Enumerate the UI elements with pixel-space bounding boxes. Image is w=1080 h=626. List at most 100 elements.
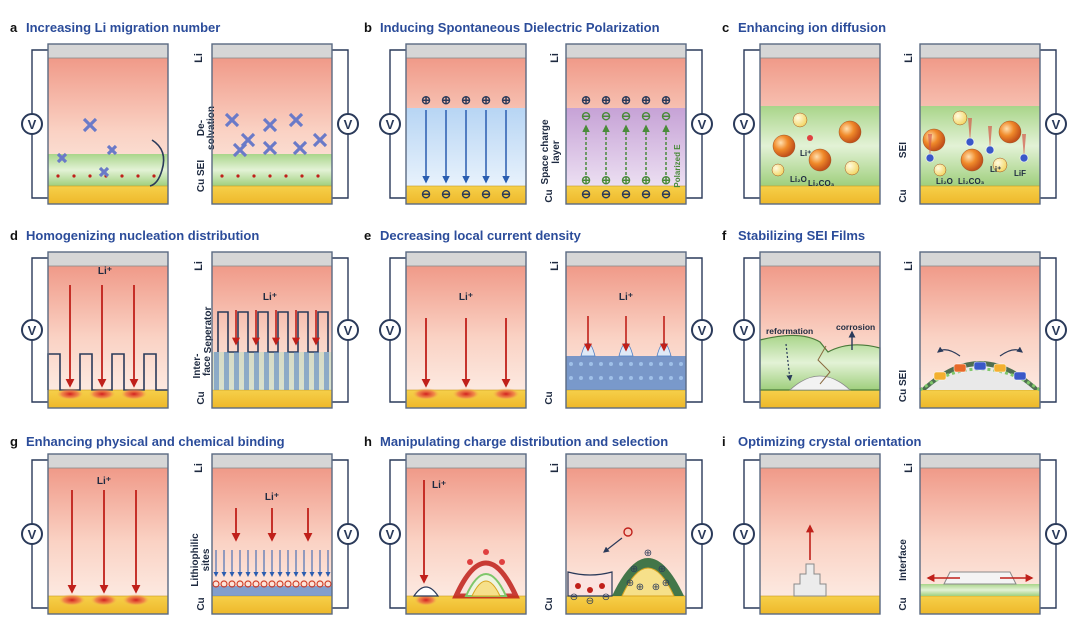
side-label: Cu SEI	[196, 160, 207, 192]
solvated-ion-icon	[312, 132, 328, 148]
li-electrode	[405, 453, 527, 469]
circuit-wire	[31, 134, 48, 199]
negative-charge: ⊖	[641, 109, 651, 123]
voltmeter-symbol: V	[740, 323, 749, 338]
host-pore	[659, 362, 663, 366]
li-ion	[587, 587, 593, 593]
cell-frame	[211, 453, 333, 615]
circuit-wire	[389, 544, 406, 609]
panel-title: Optimizing crystal orientation	[738, 434, 922, 449]
lif-particle	[985, 145, 995, 155]
li-ion-dot	[236, 174, 240, 178]
circuit-wire	[686, 257, 703, 320]
circuit-wire	[743, 49, 760, 114]
circuit-wire	[686, 544, 703, 609]
circuit-wire	[332, 459, 349, 524]
host-pore	[659, 376, 663, 380]
species-label: Li₂O	[790, 175, 807, 184]
cu-current-collector	[47, 185, 169, 205]
uniform-nucleation-column	[254, 352, 259, 390]
negative-charge: ⊖	[481, 187, 491, 201]
positive-charge: ⊕	[641, 173, 651, 187]
cell-frame	[405, 251, 527, 409]
positive-charge: ⊕	[658, 564, 666, 575]
lithiophilic-site	[260, 580, 268, 588]
core-dome	[621, 567, 675, 597]
negative-charge: ⊖	[621, 109, 631, 123]
li-ion	[623, 527, 633, 537]
panel-title: Inducing Spontaneous Dielectric Polariza…	[380, 20, 660, 35]
li-ion-dot	[72, 174, 76, 178]
li-electrode	[211, 43, 333, 59]
voltmeter-icon	[1045, 113, 1067, 135]
li-ion-dot	[56, 174, 60, 178]
uniform-nucleation-column	[314, 352, 319, 390]
lithiophilic-site	[292, 580, 300, 588]
sei-particle	[952, 110, 968, 126]
ion-label: Li⁺	[98, 266, 112, 277]
side-label: Cu	[544, 597, 555, 610]
lithiophilic-site	[252, 580, 260, 588]
side-label: Cu	[196, 597, 207, 610]
sei-particle	[960, 148, 984, 172]
lithiophilic-site	[236, 580, 244, 588]
sei-particle	[771, 163, 785, 177]
host-pore	[629, 376, 633, 380]
sei-layer	[212, 154, 332, 186]
hotspot	[88, 388, 116, 400]
side-label: Cu	[898, 597, 909, 610]
li-ion	[483, 549, 489, 555]
li-dendrite-seed	[412, 586, 440, 597]
ion-label: Li⁺	[619, 292, 633, 303]
panel-letter: a	[10, 20, 18, 35]
voltmeter-symbol: V	[698, 117, 707, 132]
negative-charge: ⊖	[601, 109, 611, 123]
positive-charge: ⊕	[581, 173, 591, 187]
positive-charge: ⊕	[661, 93, 671, 107]
negative-charge: ⊖	[586, 596, 594, 607]
host-pore	[579, 362, 583, 366]
solvated-ion-icon	[262, 117, 278, 133]
selective-pit	[567, 571, 613, 597]
cu-current-collector	[759, 595, 881, 615]
sei-component	[973, 361, 987, 371]
ion-label: Li⁺	[459, 292, 473, 303]
solvated-ion-icon	[262, 140, 278, 156]
host-pore	[619, 376, 623, 380]
side-label: Cu SEI	[898, 370, 909, 402]
li-electrode	[47, 251, 169, 267]
voltmeter-icon	[379, 319, 401, 341]
li-electrode	[759, 251, 881, 267]
panel-letter: d	[10, 228, 18, 243]
positive-charge: ⊕	[501, 93, 511, 107]
solvated-ion-icon	[224, 112, 240, 128]
voltmeter-symbol: V	[386, 323, 395, 338]
li-ion-dot	[252, 174, 256, 178]
li-ion-dot	[300, 174, 304, 178]
li-electrode	[47, 453, 169, 469]
uniform-nucleation-column	[214, 352, 219, 390]
ion-channel	[988, 126, 992, 150]
sei-particle	[992, 157, 1008, 173]
cell-frame	[47, 251, 169, 409]
species-label: Li₂O	[936, 177, 953, 186]
host-pore	[639, 362, 643, 366]
li-ion	[467, 559, 473, 565]
lithiophilic-site	[220, 580, 228, 588]
positive-charge: ⊕	[581, 93, 591, 107]
lithiophilic-site	[308, 580, 316, 588]
negative-charge: ⊖	[661, 187, 671, 201]
li-label: Li	[549, 463, 561, 473]
sei-component	[993, 363, 1007, 373]
ion-label: Li⁺	[432, 480, 446, 491]
circuit-wire	[31, 459, 48, 524]
panel-title: Enhancing physical and chemical binding	[26, 434, 285, 449]
voltmeter-icon	[21, 523, 43, 545]
negative-charge: ⊖	[421, 187, 431, 201]
positive-charge: ⊕	[601, 93, 611, 107]
interface-layer	[212, 352, 332, 390]
host-pore	[669, 362, 673, 366]
voltmeter-symbol: V	[28, 527, 37, 542]
circuit-wire	[389, 134, 406, 199]
circuit-wire	[1040, 49, 1057, 114]
